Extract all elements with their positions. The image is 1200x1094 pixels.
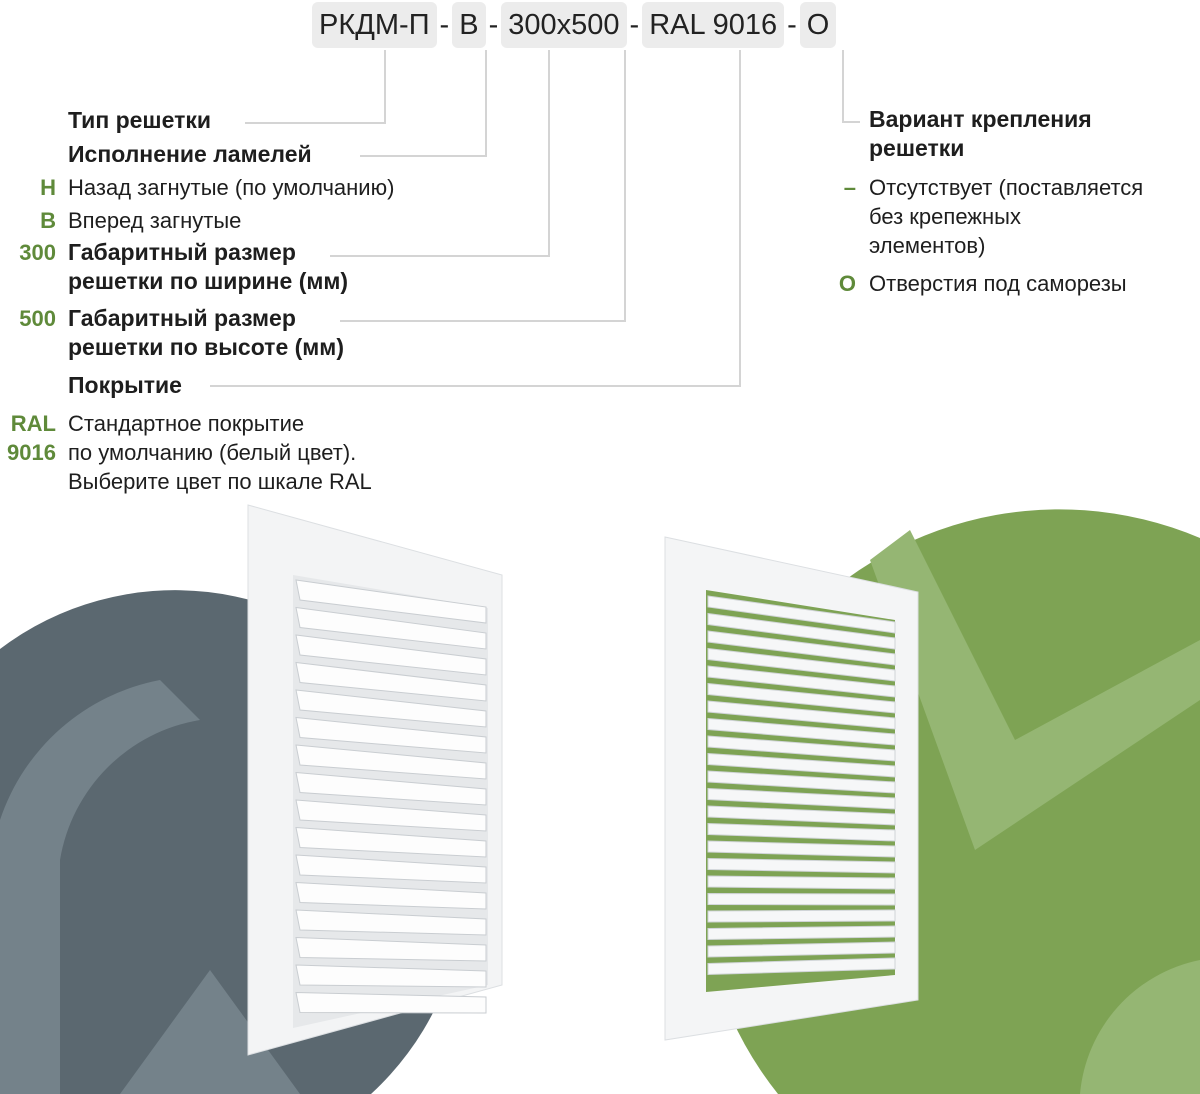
coating-code: RAL 9016 <box>0 409 56 467</box>
lamella <box>707 612 896 650</box>
mount-option-text: Отверстия под саморезы <box>869 271 1127 296</box>
mount-option-text: Отсутствует (поставляется без крепежных эл… <box>869 173 1143 260</box>
code-part-size: 300x500 <box>501 2 627 48</box>
mount-option-line: элементов) <box>869 233 986 258</box>
grille-image-forward-lamellas <box>664 536 919 1041</box>
height-label-line: решетки по высоте (мм) <box>68 334 344 360</box>
coating-text-line: по умолчанию (белый цвет). <box>68 440 357 465</box>
separator: - <box>787 9 797 41</box>
mount-option-code: О <box>838 271 856 296</box>
height-label: Габаритный размер решетки по высоте (мм) <box>68 304 344 362</box>
lamella <box>295 716 487 754</box>
lamella <box>295 936 487 962</box>
lamella <box>707 875 896 890</box>
lamella <box>707 595 896 634</box>
lamella <box>707 925 896 941</box>
height-code: 500 <box>19 306 56 331</box>
width-label: Габаритный размер решетки по ширине (мм) <box>68 238 348 296</box>
lamella <box>295 634 487 676</box>
separator: - <box>629 9 640 41</box>
lamella <box>707 840 896 858</box>
lamella <box>707 682 896 714</box>
lamella <box>707 909 896 923</box>
lamella <box>295 661 487 702</box>
coating-text: Стандартное покрытие по умолчанию (белый … <box>68 409 372 496</box>
lamella <box>707 700 896 730</box>
lamella <box>707 717 896 746</box>
height-label-line: Габаритный размер <box>68 305 296 331</box>
lamella <box>295 744 487 780</box>
code-part-coating: RAL 9016 <box>642 2 785 48</box>
lamella <box>295 881 487 910</box>
lamella <box>295 854 487 884</box>
lamella <box>295 909 487 936</box>
lamella <box>707 892 896 906</box>
lamella <box>295 826 487 858</box>
lamella <box>707 822 896 842</box>
lamella <box>295 689 487 728</box>
coating-text-line: Стандартное покрытие <box>68 411 305 436</box>
lamella <box>707 957 896 976</box>
mount-label: Вариант крепления решетки <box>869 105 1092 163</box>
mount-label-line: решетки <box>869 135 965 161</box>
product-code: РКДМ-П - В - 300x500 - RAL 9016 - О <box>312 2 837 48</box>
lamella <box>707 735 896 762</box>
mount-label-line: Вариант крепления <box>869 106 1092 132</box>
lamella <box>295 991 487 1014</box>
lamella <box>295 771 487 806</box>
width-label-line: решетки по ширине (мм) <box>68 268 349 294</box>
lamella <box>707 787 896 810</box>
mount-option-line: Отсутствует (поставляется <box>869 175 1144 200</box>
mount-option-line: без крепежных <box>869 204 1021 229</box>
lamella <box>295 799 487 832</box>
option-text: Назад загнутые (по умолчанию) <box>68 175 395 200</box>
lamella <box>707 941 896 958</box>
option-code: В <box>40 208 56 233</box>
option-text: Вперед загнутые <box>68 208 242 233</box>
lamella <box>295 579 487 624</box>
code-part-mount: О <box>799 2 837 48</box>
coating-label: Покрытие <box>68 372 182 398</box>
coating-code-line: RAL <box>10 411 56 436</box>
code-part-grille-type: РКДМ-П <box>312 2 437 48</box>
grille-type-label: Тип решетки <box>68 107 212 133</box>
width-label-line: Габаритный размер <box>68 239 296 265</box>
lamella <box>707 752 896 778</box>
lamella <box>707 630 896 666</box>
grille-image-backward-lamellas <box>247 504 503 1056</box>
width-code: 300 <box>19 240 56 265</box>
option-code: Н <box>40 175 56 200</box>
coating-text-line: Выберите цвет по шкале RAL <box>68 469 372 494</box>
lamella <box>295 606 487 650</box>
mount-option-code: – <box>843 175 856 200</box>
lamella <box>707 805 896 826</box>
separator: - <box>488 9 499 41</box>
separator: - <box>439 9 450 41</box>
connector-lines <box>210 50 860 387</box>
lamella-label: Исполнение ламелей <box>68 141 312 167</box>
coating-code-line: 9016 <box>7 440 56 465</box>
lamella <box>707 665 896 698</box>
lamella <box>295 964 487 988</box>
lamella <box>707 857 896 874</box>
code-part-lamella: В <box>452 2 486 48</box>
lamella <box>707 647 896 682</box>
lamella <box>707 770 896 794</box>
